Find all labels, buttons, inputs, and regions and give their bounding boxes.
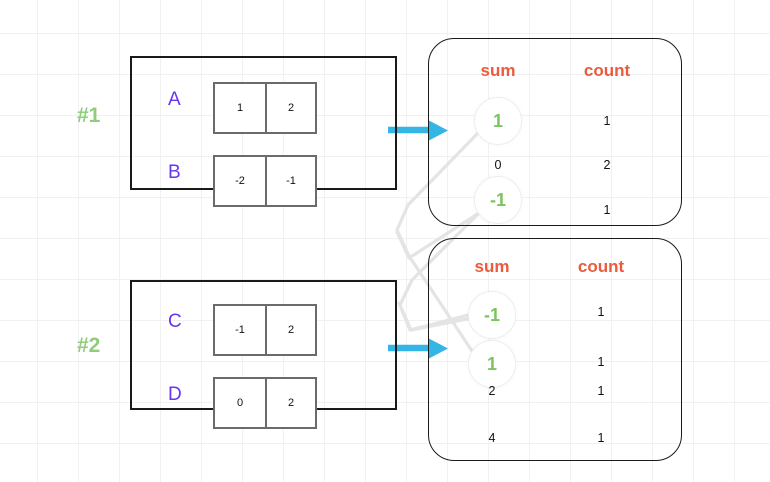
result-table-1-row-0-sum: 1 [474,97,522,145]
partition-block-2: C -1 2 D 0 2 [130,280,397,429]
partition-row-a-cells: 1 2 [213,82,317,134]
result-table-2-row-0-sum: -1 [468,291,516,339]
step-tag-1: #1 [77,104,101,127]
result-table-2: sum count -1 1 1 1 2 1 4 1 [428,238,682,461]
cell-c-0: -1 [235,324,245,336]
result-table-2-row-1-sum: 1 [468,340,516,388]
cell-c-1: 2 [265,306,315,354]
partition-row-label-c: C [168,311,182,332]
partition-block-1: A 1 2 B -2 -1 [130,56,397,207]
partition-row-label-a: A [168,89,181,110]
result-table-2-header-count: count [577,257,625,276]
cell-b-1: -1 [265,157,315,205]
cell-a-0: 1 [236,102,244,114]
partition-row-c-cells: -1 2 [213,304,317,356]
result-table-2-header-sum: sum [474,257,510,276]
partition-row-label-b: B [168,162,181,183]
result-table-2-row-2-count: 1 [597,384,605,398]
result-table-1-row-2-sum: -1 [474,176,522,224]
cell-d-0: 0 [236,397,244,409]
partition-row-b-cells: -2 -1 [213,155,317,207]
step-tag-2: #2 [77,334,101,357]
result-table-2-row-2-sum: 2 [488,384,496,398]
result-table-1-header-sum: sum [480,61,516,80]
cell-b-0: -2 [235,175,245,187]
result-table-2-row-0-count: 1 [597,305,605,319]
result-table-2-row-1-count: 1 [597,355,605,369]
result-table-1-row-1-count: 2 [603,158,611,172]
result-table-1: sum count 1 1 0 2 -1 1 [428,38,682,226]
partition-row-label-d: D [168,384,182,405]
partition-row-d-cells: 0 2 [213,377,317,429]
cell-d-1: 2 [265,379,315,427]
result-table-1-row-2-count: 1 [603,203,611,217]
result-table-2-row-3-sum: 4 [488,431,496,445]
cell-a-1: 2 [265,84,315,132]
result-table-1-row-0-count: 1 [603,114,611,128]
result-table-2-row-3-count: 1 [597,431,605,445]
result-table-1-row-1-sum: 0 [494,158,502,172]
result-table-1-header-count: count [583,61,631,80]
